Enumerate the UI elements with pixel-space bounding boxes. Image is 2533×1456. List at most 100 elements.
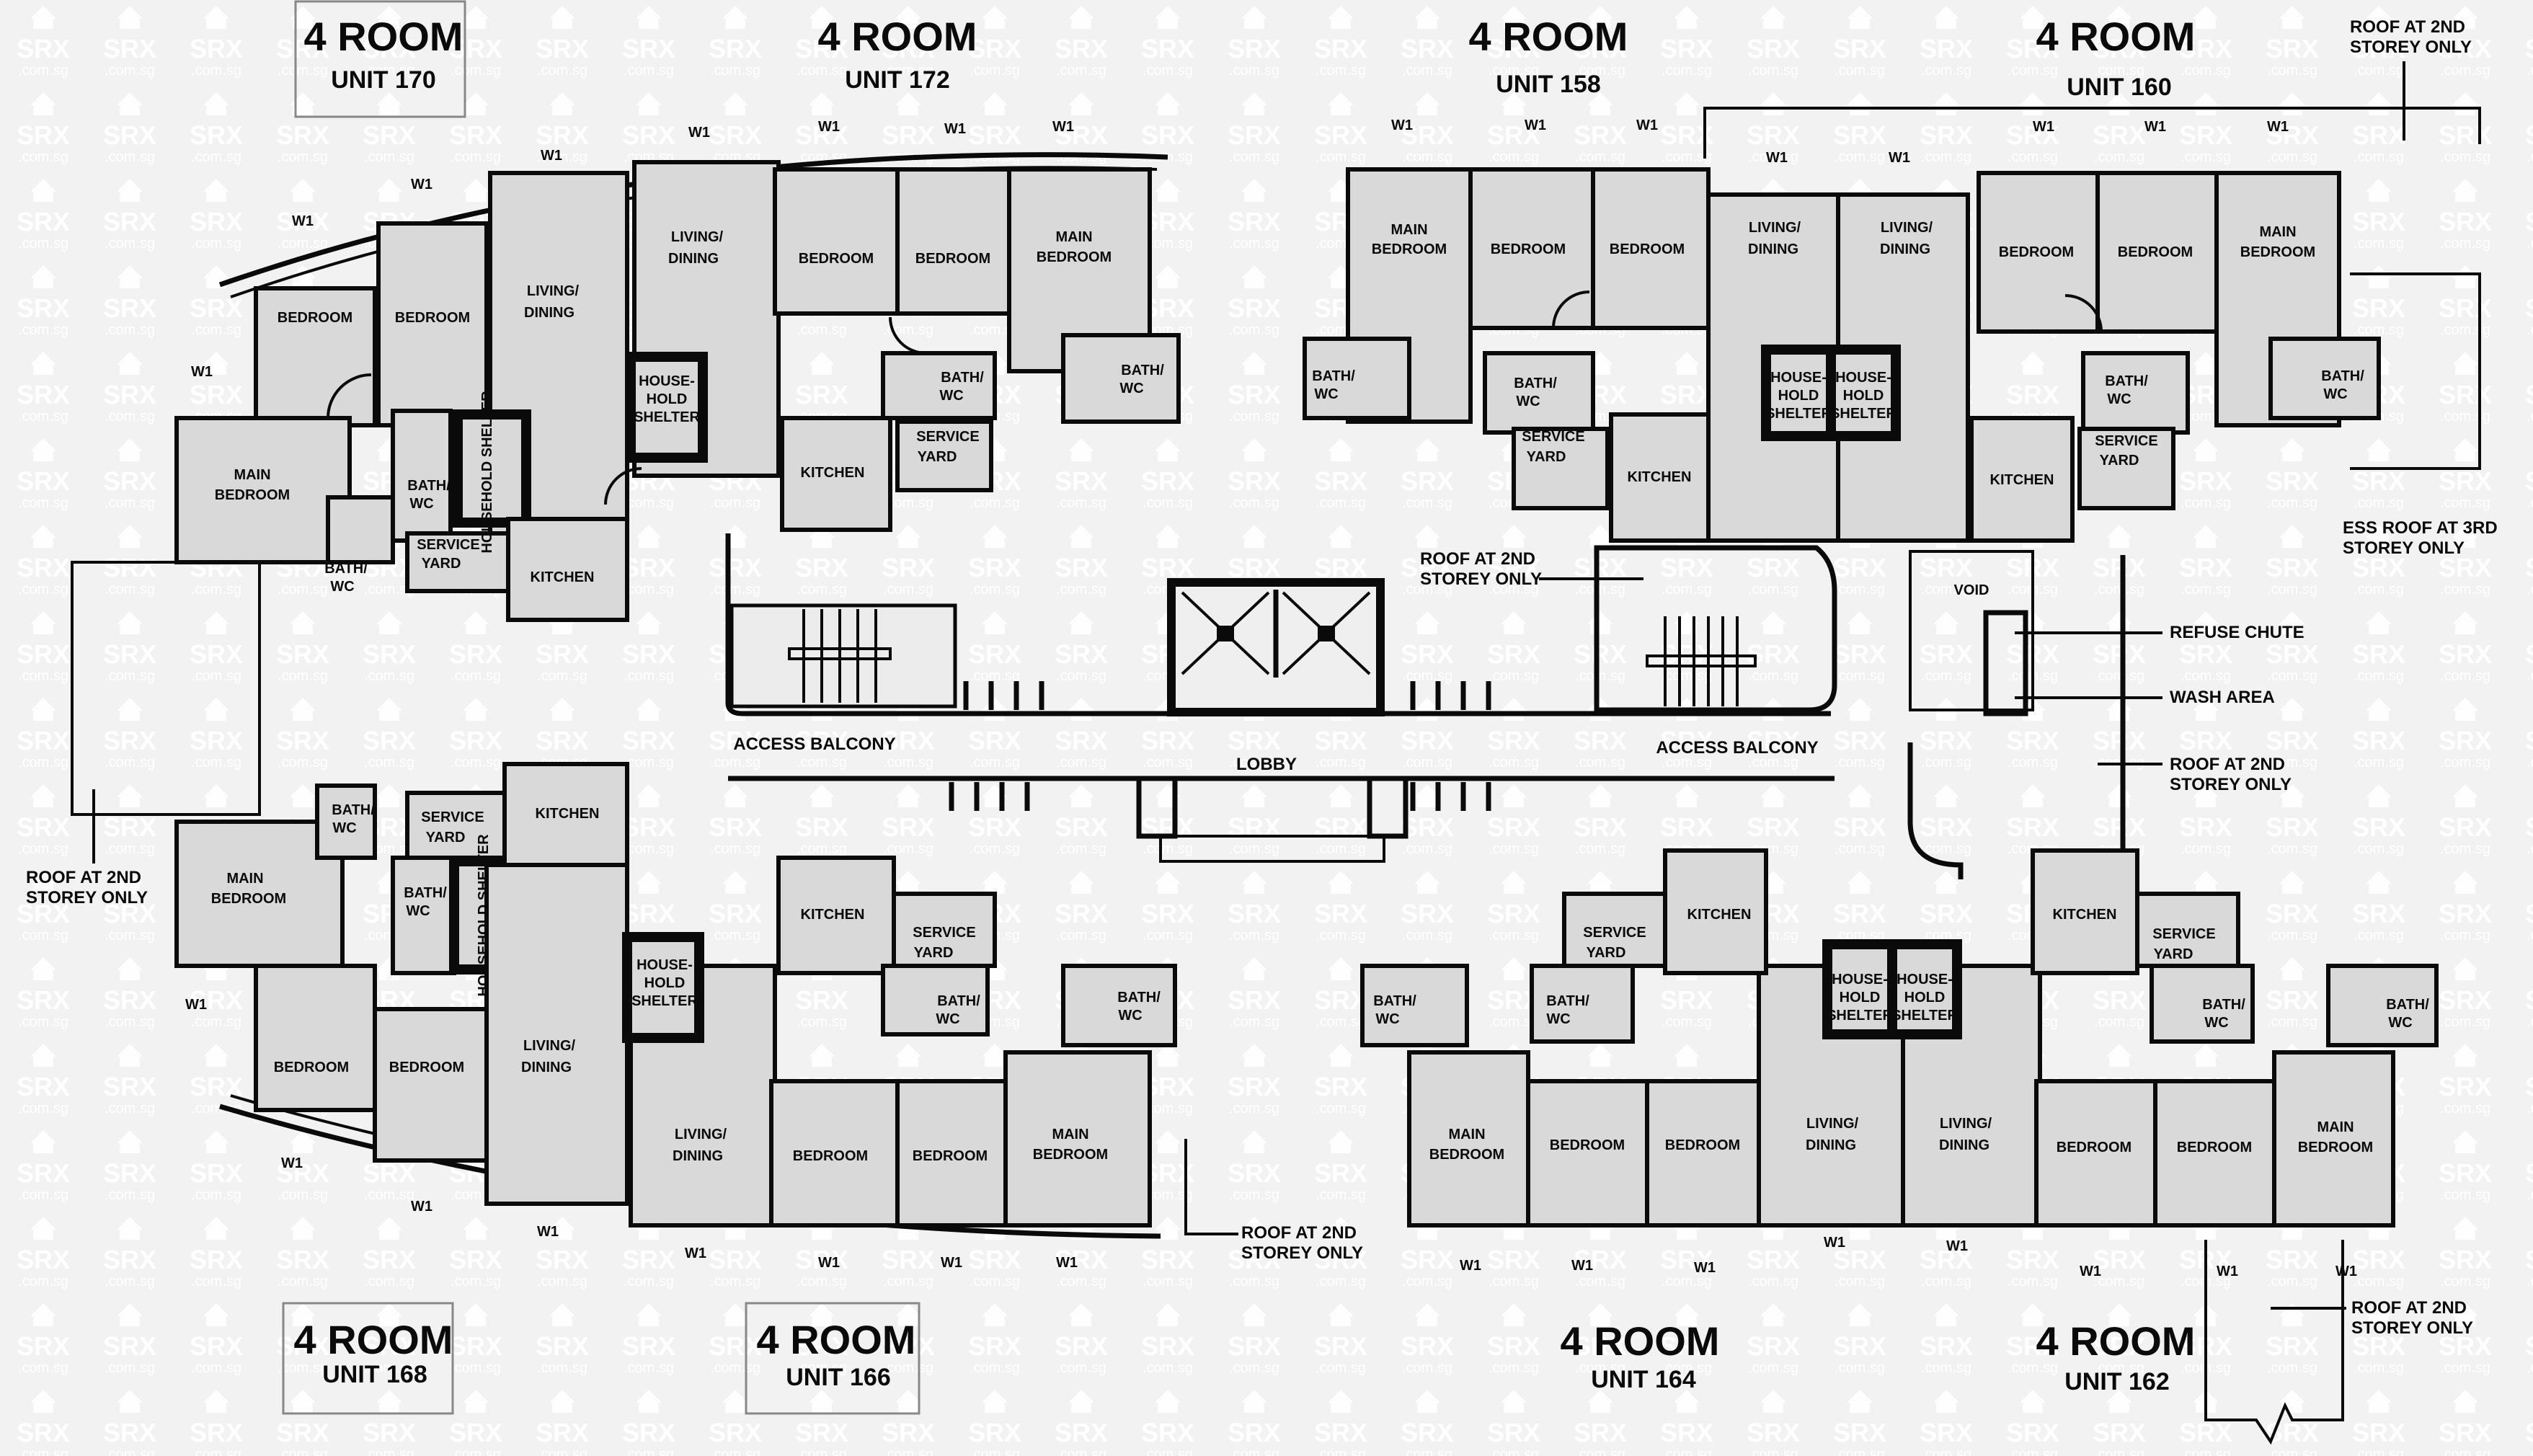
label-dining: DINING [1748, 241, 1798, 257]
label-yard: YARD [426, 830, 466, 845]
room-service-172 [895, 420, 993, 492]
room-bath-172a [881, 351, 997, 420]
note-refuse-chute: REFUSE CHUTE [2170, 623, 2304, 642]
label-bedroom: BEDROOM [915, 251, 990, 267]
label-kitchen: KITCHEN [1687, 907, 1752, 923]
room-main-bedroom-170 [174, 416, 352, 564]
label-shelter: HOLD [647, 391, 688, 407]
label-main: MAIN [2259, 224, 2296, 240]
room-service-160 [2077, 427, 2175, 510]
label-dining: DINING [524, 305, 575, 321]
room-bath-158a [1303, 337, 1411, 420]
label-bedroom: BEDROOM [2177, 1140, 2252, 1155]
label-service: SERVICE [2095, 433, 2157, 449]
room-kitchen-160 [1969, 416, 2075, 543]
svg-text:4 ROOM: 4 ROOM [1469, 14, 1628, 59]
label-bath: BATH/ [1121, 363, 1164, 378]
room-kitchen-172 [780, 416, 892, 532]
label-shelter: HOUSE- [1897, 972, 1953, 987]
label-shelter: SHELTER [1830, 406, 1897, 422]
label-wc: WC [1375, 1011, 1399, 1027]
label-shelter: HOUSE- [1832, 972, 1888, 987]
label-shelter: HOLD [1840, 990, 1881, 1006]
label-living: LIVING/ [671, 229, 724, 245]
refuse-chute-box [1983, 610, 2028, 716]
stair-treads-left [788, 609, 892, 703]
room-bedroom-160a [1977, 171, 2100, 334]
unit-label-166: 4 ROOM UNIT 166 [745, 1302, 921, 1415]
unit-label-160: 4 ROOM UNIT 160 [2036, 14, 2196, 101]
note-roof-bottom-right: ROOF AT 2ND [2351, 1298, 2467, 1318]
stair-treads-right [1646, 616, 1757, 706]
svg-text:W1: W1 [1636, 117, 1658, 133]
label-shelter: SHELTER [631, 993, 698, 1009]
svg-text:W1: W1 [1391, 117, 1413, 133]
room-bath-170a [391, 409, 453, 543]
wing-bottom-left: MAIN BEDROOM BATH/ WC BATH/ WC SERVICE Y… [174, 762, 1177, 1239]
label-shelter: SHELTER [1891, 1008, 1958, 1024]
room-bedroom-164a [1526, 1079, 1649, 1228]
label-bath: BATH/ [1546, 993, 1589, 1009]
room-bath-160a [2081, 351, 2190, 435]
label-wc: WC [2107, 391, 2131, 407]
svg-text:UNIT 164: UNIT 164 [1591, 1366, 1696, 1393]
label-dining: DINING [668, 251, 719, 267]
svg-text:4 ROOM: 4 ROOM [757, 1317, 916, 1362]
svg-text:W1: W1 [281, 1155, 303, 1171]
room-main-bedroom-166 [1003, 1050, 1152, 1228]
room-kitchen-170 [506, 517, 629, 622]
label-wc: WC [2388, 1015, 2412, 1031]
label-bath: BATH/ [937, 993, 980, 1009]
svg-text:W1: W1 [1889, 150, 1910, 166]
room-main-bedroom-164 [1407, 1050, 1530, 1228]
label-bath: BATH/ [941, 370, 984, 386]
svg-text:UNIT 168: UNIT 168 [322, 1361, 427, 1388]
wing-top-right: MAIN BEDROOM BEDROOM BEDROOM LIVING/ DIN… [1303, 107, 2481, 543]
label-main-bedroom: BEDROOM [1372, 241, 1447, 257]
unit-label-164: 4 ROOM UNIT 164 [1561, 1318, 1720, 1393]
label-shelter: HOUSE- [636, 957, 693, 973]
label-wc: WC [332, 820, 356, 836]
label-shelter: HOLD [1904, 990, 1946, 1006]
label-bath: BATH/ [2386, 997, 2429, 1013]
annotations: ROOF AT 2ND STOREY ONLY ESS ROOF AT 3RD … [26, 17, 2498, 1338]
staircase-left [729, 603, 957, 709]
label-main: MAIN [234, 467, 270, 483]
label-wc: WC [1118, 1008, 1142, 1024]
label-living: LIVING/ [1749, 220, 1801, 236]
room-bedroom-158a [1468, 167, 1595, 330]
svg-text:W1: W1 [292, 213, 314, 229]
room-bedroom-164b [1645, 1079, 1761, 1228]
label-bedroom: BEDROOM [1999, 244, 2074, 260]
label-main-bedroom: BEDROOM [2298, 1140, 2373, 1155]
svg-text:STOREY ONLY: STOREY ONLY [2351, 1318, 2473, 1338]
svg-text:W1: W1 [1525, 117, 1546, 133]
lift-car-icon [1181, 591, 1371, 675]
roof-slab-left [71, 561, 261, 816]
unit-label-162: 4 ROOM UNIT 162 [2036, 1318, 2196, 1395]
svg-text:UNIT 158: UNIT 158 [1496, 71, 1601, 98]
label-access-balcony-left: ACCESS BALCONY [733, 734, 895, 754]
label-bedroom: BEDROOM [274, 1060, 349, 1075]
svg-text:W1: W1 [1052, 119, 1074, 135]
svg-text:W1: W1 [2033, 119, 2054, 135]
label-service: SERVICE [1522, 429, 1584, 445]
svg-text:STOREY ONLY: STOREY ONLY [2170, 775, 2292, 794]
label-main: MAIN [1052, 1127, 1088, 1142]
label-bedroom: BEDROOM [395, 310, 470, 326]
label-bedroom: BEDROOM [1550, 1137, 1625, 1153]
room-bedroom-172b [895, 167, 1011, 316]
label-wc: WC [1546, 1011, 1570, 1027]
label-wc: WC [2204, 1015, 2228, 1031]
label-household-shelter: HOUSEHOLD SHELTER [476, 834, 492, 997]
unit-titles: 4 ROOM UNIT 170 4 ROOM UNIT 172 4 ROOM U… [282, 0, 2196, 1415]
svg-text:W1: W1 [2080, 1264, 2101, 1279]
label-bath: BATH/ [332, 802, 375, 818]
note-roof-right-mid: ROOF AT 2ND [2170, 755, 2285, 774]
label-shelter: HOLD [1843, 388, 1884, 404]
svg-text:4 ROOM: 4 ROOM [2036, 1318, 2196, 1364]
label-bedroom: BEDROOM [278, 310, 352, 326]
label-lobby: LOBBY [1236, 755, 1297, 774]
svg-text:W1: W1 [818, 1255, 840, 1271]
label-kitchen: KITCHEN [1990, 472, 2054, 488]
